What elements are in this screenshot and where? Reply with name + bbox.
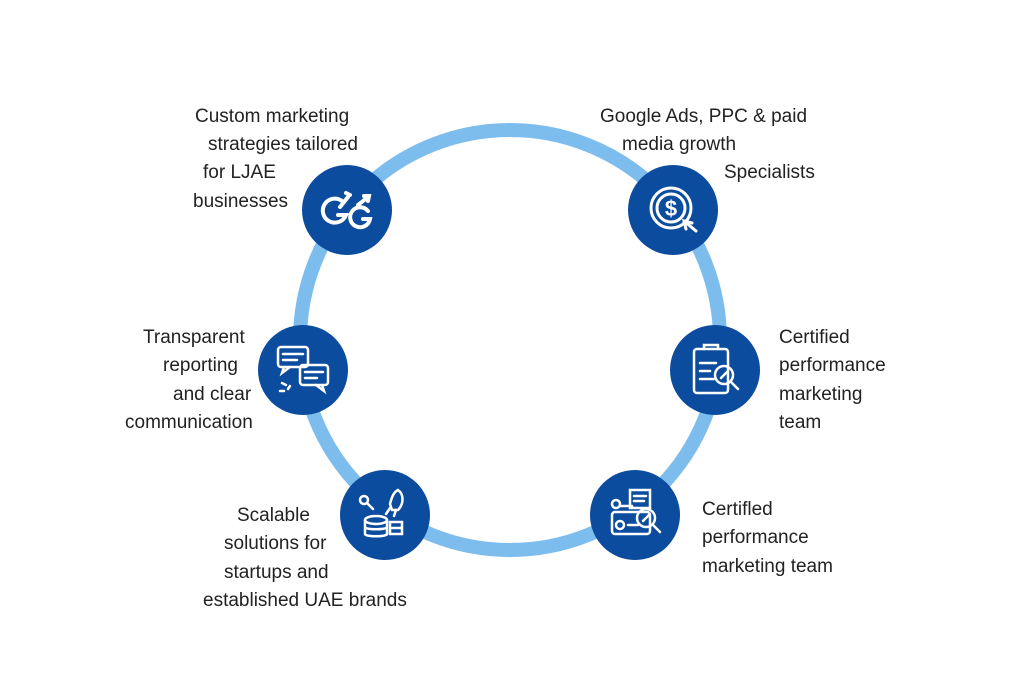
label-line: Certifled — [702, 499, 773, 520]
label-line: reporting — [163, 355, 238, 376]
label-line: businesses — [193, 191, 289, 212]
target-growth-logo-icon — [302, 165, 392, 255]
label-line: communication — [125, 412, 253, 433]
label-line: Transparent — [143, 327, 245, 348]
label-line: performance — [779, 355, 886, 376]
id-card-search-icon — [590, 470, 680, 560]
label-line: Google Ads, PPC & paid — [600, 106, 808, 127]
label-line: marketing team — [702, 556, 833, 577]
label-line: strategies tailored — [208, 134, 358, 155]
label-line: performance — [702, 527, 809, 548]
label-line: team — [779, 412, 822, 433]
label-line: Certified — [779, 327, 850, 348]
label-line: marketing — [779, 384, 863, 405]
clipboard-search-icon — [670, 325, 760, 415]
label-line: startups and — [224, 562, 329, 583]
label-line: media growth — [622, 134, 737, 155]
label-line: solutions for — [224, 533, 327, 554]
label-line: and clear — [173, 384, 252, 405]
rocket-coins-icon — [340, 470, 430, 560]
label-line: Specialists — [724, 162, 815, 183]
label-line: Custom marketing — [195, 106, 350, 127]
label-line: established UAE brands — [203, 590, 407, 611]
svg-text:$: $ — [665, 196, 677, 221]
label-line: for LJAE — [203, 162, 276, 183]
dollar-click-icon: $ — [628, 165, 718, 255]
chat-bubbles-icon — [258, 325, 348, 415]
label-line: Scalable — [237, 505, 310, 526]
